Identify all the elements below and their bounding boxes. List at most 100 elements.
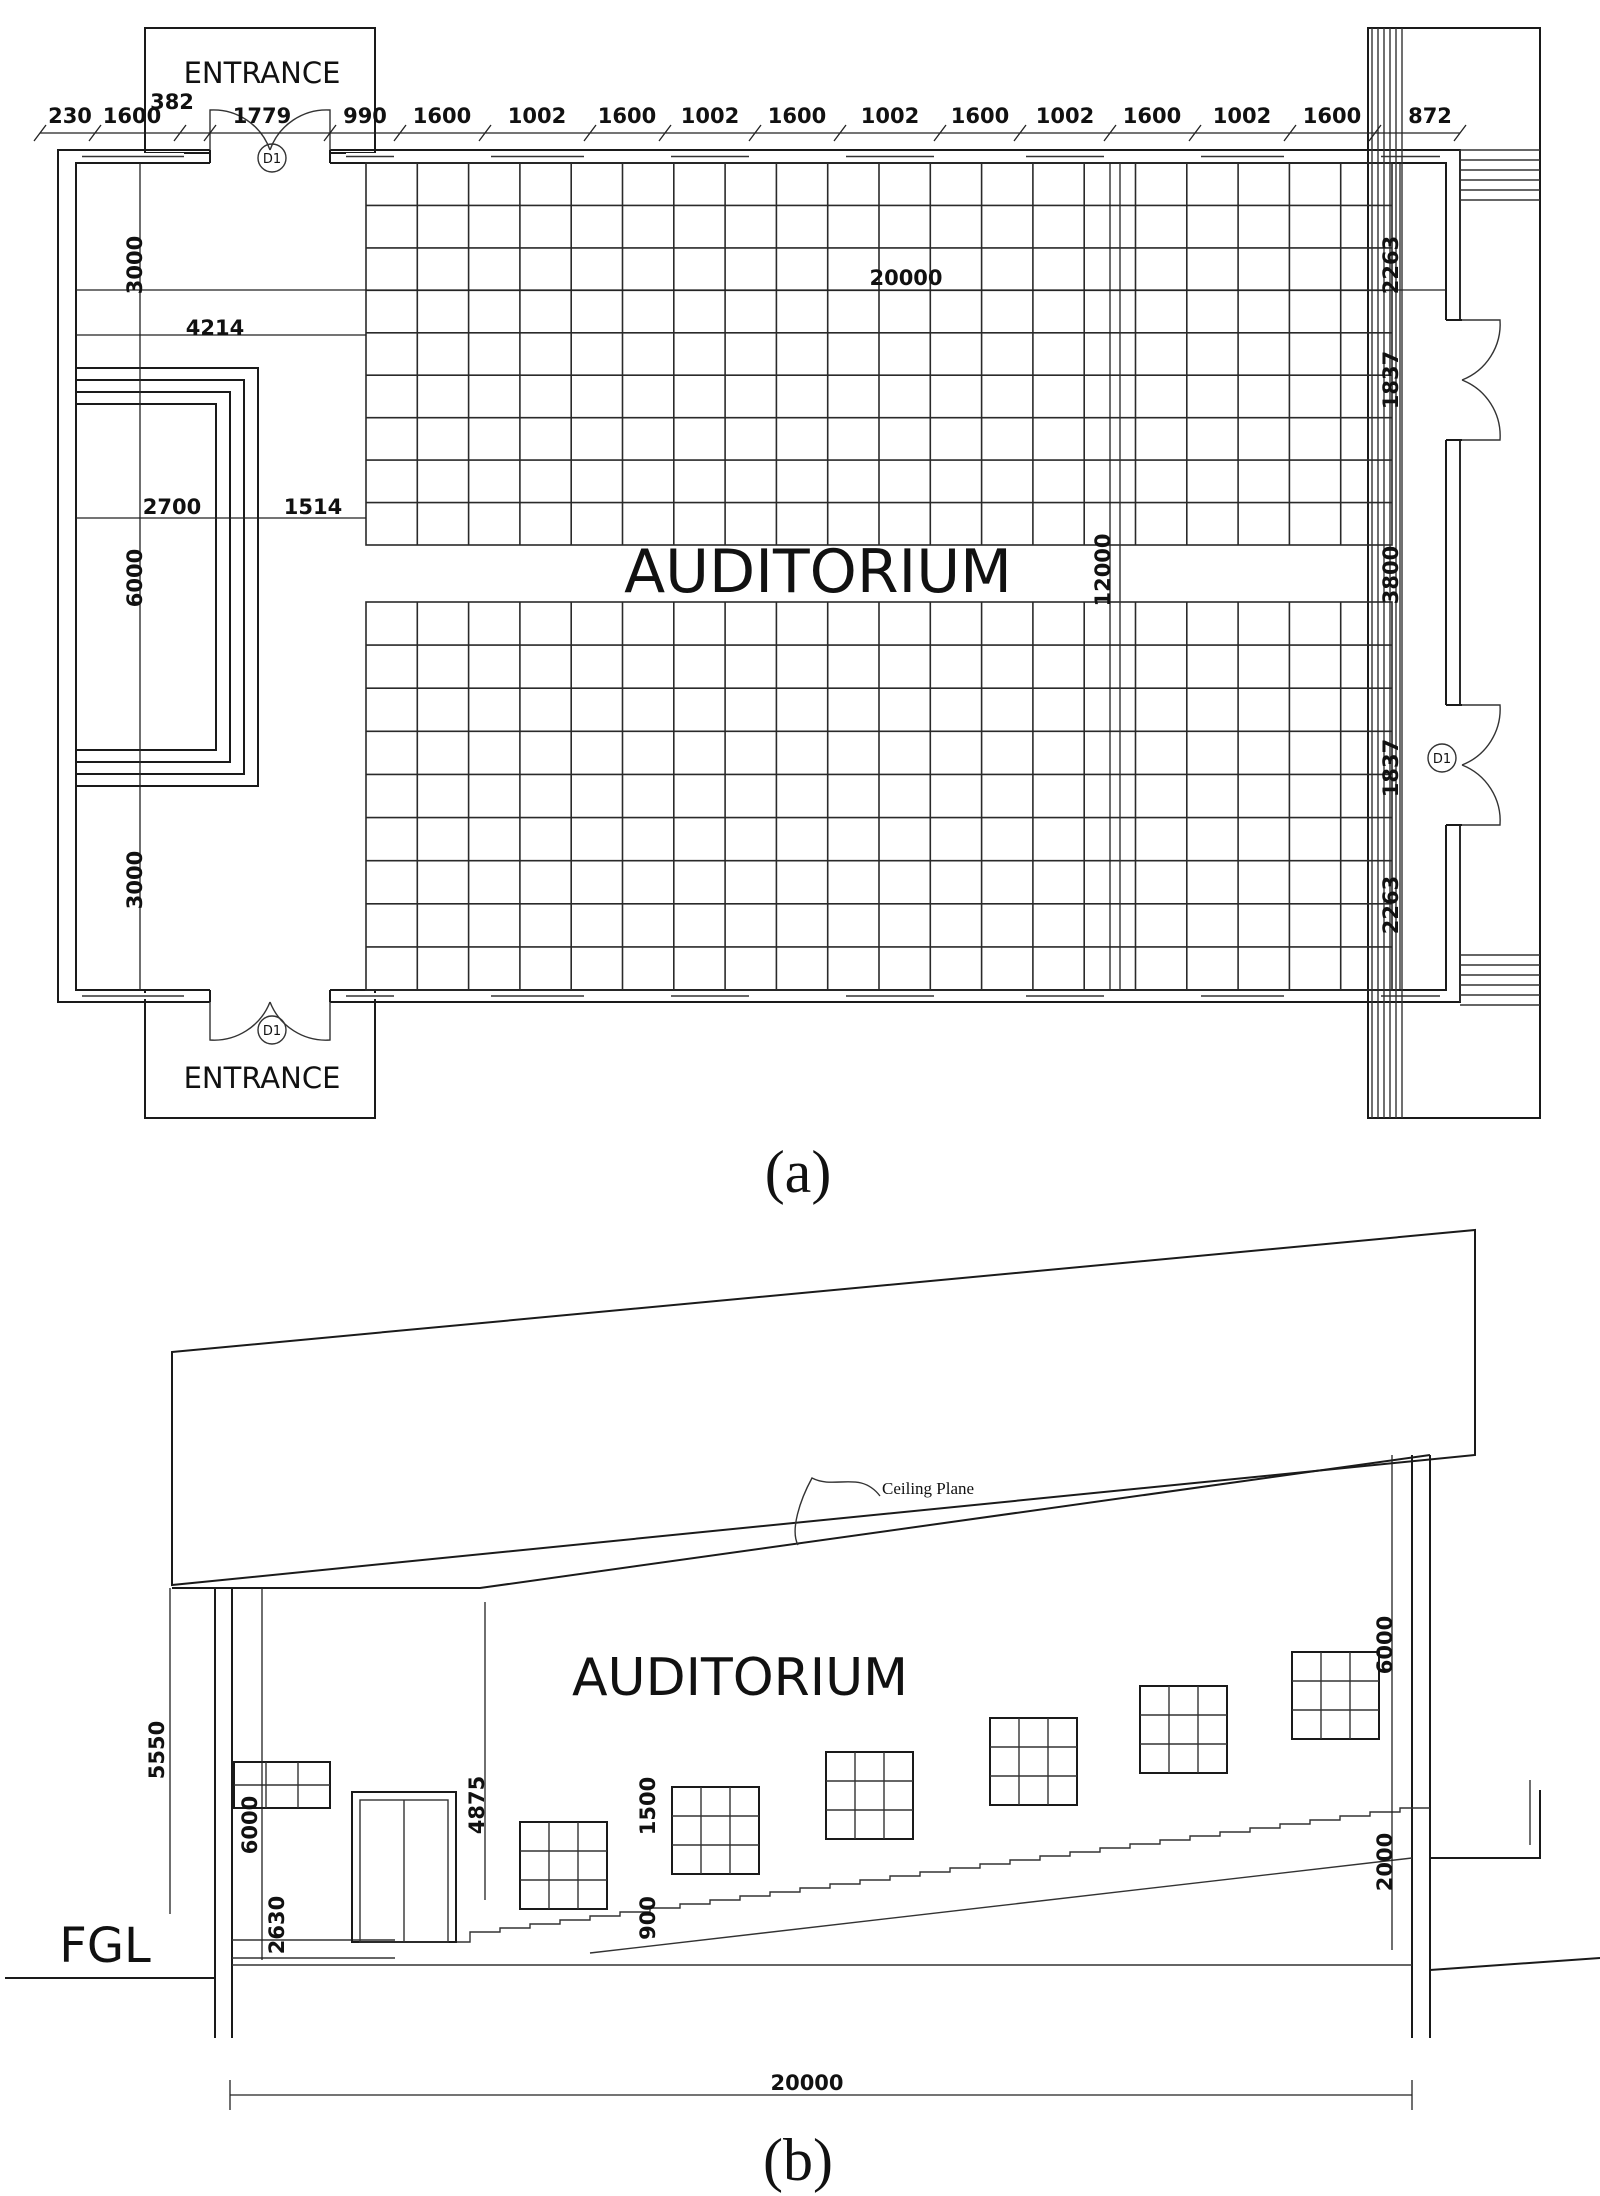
right-stair-block [1367,27,1541,1119]
dimension-tick [1283,124,1297,142]
door-tag-top: D1 [263,152,281,167]
stage-platform [75,367,259,787]
floor-plan: D1 D1 D1 [33,27,1541,1205]
top-entrance-door: D1 [209,109,331,173]
left-window-height-dim: 6000 [238,1796,262,1854]
dimension-tick [933,124,947,142]
window [519,1821,608,1910]
top-dim-label: 1600 [1123,104,1181,128]
top-dim-label: 382 [150,90,194,114]
overall-length-dim: 20000 [869,266,942,290]
right-dim-5: 2263 [1379,876,1403,934]
section-title: AUDITORIUM [572,1648,908,1708]
ceiling-plane-label: Ceiling Plane [882,1479,974,1498]
top-dim-label: 1600 [103,104,161,128]
stage-height-dim: 4875 [465,1776,489,1834]
left-dim-3: 3000 [123,851,147,909]
top-dim-label: 1002 [1036,104,1094,128]
dimension-tick [583,124,597,142]
dimension-tick [173,124,187,142]
top-dim-label: 1600 [413,104,471,128]
section-dimension-lines [169,1455,1413,2110]
door-tag-right: D1 [1433,752,1451,767]
seating-grid-lower [365,601,1393,991]
section-length-dim: 20000 [770,2071,843,2095]
seating-grid-upper [365,162,1393,546]
left-sill-dim: 2630 [265,1896,289,1954]
right-height-dim: 6000 [1373,1616,1397,1674]
seating-slope [589,1857,1413,1954]
top-dim-label: 1779 [233,104,291,128]
window [989,1717,1078,1806]
entrance-label-bottom: ENTRANCE [184,1061,341,1095]
right-wall-doors [1440,319,1501,826]
bottom-entrance-door: D1 [209,985,331,1045]
right-dim-3: 3800 [1379,546,1403,604]
top-dim-label: 872 [1408,104,1452,128]
door-tag-circle [257,1015,287,1045]
window-height-dim: 1500 [636,1777,660,1835]
top-dim-label: 230 [48,104,92,128]
ceiling-plane-line [172,1454,1431,1589]
ceiling-leader [794,1477,881,1546]
plan-dimension-lines [40,132,1460,990]
seating-steps [395,1807,1430,1943]
window [671,1786,760,1875]
dimension-tick [393,124,407,142]
left-dim-2: 6000 [123,549,147,607]
dimension-tick [33,124,47,142]
stage-depth-dim: 2700 [143,495,201,519]
window [1139,1685,1228,1774]
right-dim-4: 1837 [1379,739,1403,797]
ground-line-right [1429,1957,1600,1971]
top-dim-label: 1600 [1303,104,1361,128]
top-dimension-ticks [33,124,1467,142]
dimension-tick [1368,124,1382,142]
right-dim-2: 1837 [1379,351,1403,409]
dimension-tick [748,124,762,142]
right-raise-dim: 2000 [1373,1833,1397,1891]
dimension-tick [478,124,492,142]
stage-gap-dim: 1514 [284,495,342,519]
top-dim-label: 1002 [508,104,566,128]
top-dim-label: 990 [343,104,387,128]
door-tag-circle [257,143,287,173]
right-dim-1: 2263 [1379,236,1403,294]
section-view: Ceiling Plane [5,1228,1600,2193]
dimension-tick [1453,124,1467,142]
roof-outline [171,1228,1476,1587]
window [1291,1651,1380,1740]
window [233,1761,331,1809]
dimension-tick [1188,124,1202,142]
overall-width-dim: 12000 [1091,533,1115,606]
dimension-tick [658,124,672,142]
right-balcony [1430,1790,1541,1859]
plan-title: AUDITORIUM [624,537,1012,607]
entrance-label-top: ENTRANCE [184,56,341,90]
top-dim-label: 1600 [598,104,656,128]
caption-a: (a) [765,1139,832,1205]
dimension-tick [1013,124,1027,142]
ground-level-label: FGL [59,1918,151,1974]
dimension-tick [833,124,847,142]
caption-b: (b) [763,2127,833,2193]
door-tag-bottom: D1 [263,1024,281,1039]
bottom-entrance-porch [144,989,376,1119]
step-height-dim: 900 [636,1896,660,1940]
left-height-dim: 5550 [145,1721,169,1779]
top-dim-label: 1600 [951,104,1009,128]
stage-offset-dim: 4214 [186,316,244,340]
dimension-tick [88,124,102,142]
section-windows [233,1651,1380,1910]
window [825,1751,914,1840]
top-dim-label: 1002 [681,104,739,128]
dimension-tick [203,124,217,142]
top-dim-label: 1600 [768,104,826,128]
dimension-tick [323,124,337,142]
door-tag-circle [1427,743,1457,773]
left-dim-1: 3000 [123,236,147,294]
dimension-tick [1103,124,1117,142]
top-dim-label: 1002 [1213,104,1271,128]
